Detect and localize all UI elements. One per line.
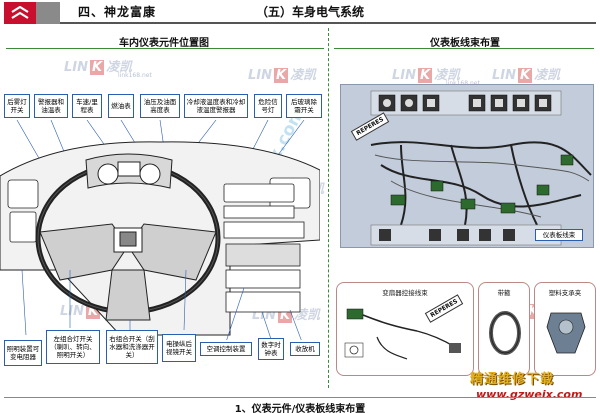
subsection-title: （五）车身电气系统 [256,5,365,19]
label-mirror-switch: 电操纵后视镜开关 [162,334,196,362]
header-rule [60,2,596,24]
inset-bracket: 塑料支承夹 [534,282,596,376]
left-panel-title: 车内仪表元件位置图 [119,38,209,49]
label-left-combo-switch: 左组合灯开关（喇叭、转向、照明开关） [46,330,100,364]
footer-rule [4,397,596,398]
label-harness: 仪表板线束 [535,229,583,241]
brand-title: 精通维修下载 [470,372,555,387]
left-title-rule [6,48,324,49]
section-title: 四、神龙富康 [78,5,157,19]
citroen-logo [4,2,60,24]
label-lighting-rheostat: 照明装置可变电阻器 [4,340,42,366]
label-digital-clock: 数字时钟表 [258,338,284,360]
label-oil-pressure: 油压及油面高度表 [140,94,180,118]
watermark-url: link168.net [118,72,152,79]
inset-transmission-harness: 变扇器控接线束 REPERES [336,282,474,376]
inset-transmission-title: 变扇器控接线束 [382,289,428,297]
label-coolant-temp: 冷却液温度表和冷却液温度警报器 [184,94,248,118]
label-speedometer: 车速/里程表 [72,94,102,118]
watermark-url: link168.net [446,80,480,87]
dashboard-drawing [0,120,320,340]
label-ac-control: 空调控制装置 [200,342,252,356]
inset-bracket-title: 塑料支承夹 [548,289,582,297]
right-title-rule [334,48,594,49]
label-hazard-light: 危险信号灯 [254,94,282,118]
panel-divider [328,28,329,388]
wiring-photo: REPERES 仪表板线束 [340,84,594,248]
double-chevron-icon [11,6,29,19]
inset-strap: 带箍 [478,282,530,376]
label-right-combo-switch: 右组合开关（刮水器和洗涤器开关） [106,330,158,364]
right-panel-title: 仪表板线束布置 [430,38,500,49]
label-rear-fog-switch: 后雾灯开关 [4,94,30,118]
label-rear-defrost: 后玻璃除霜开关 [286,94,322,118]
label-radio: 收放机 [290,342,320,356]
label-alarm-oil-temp: 警报器和油温表 [34,94,68,118]
inset-strap-title: 带箍 [497,289,511,297]
figure-caption: 1、仪表元件/仪表板线束布置 [234,404,366,413]
label-fuel-gauge: 燃油表 [108,94,134,118]
